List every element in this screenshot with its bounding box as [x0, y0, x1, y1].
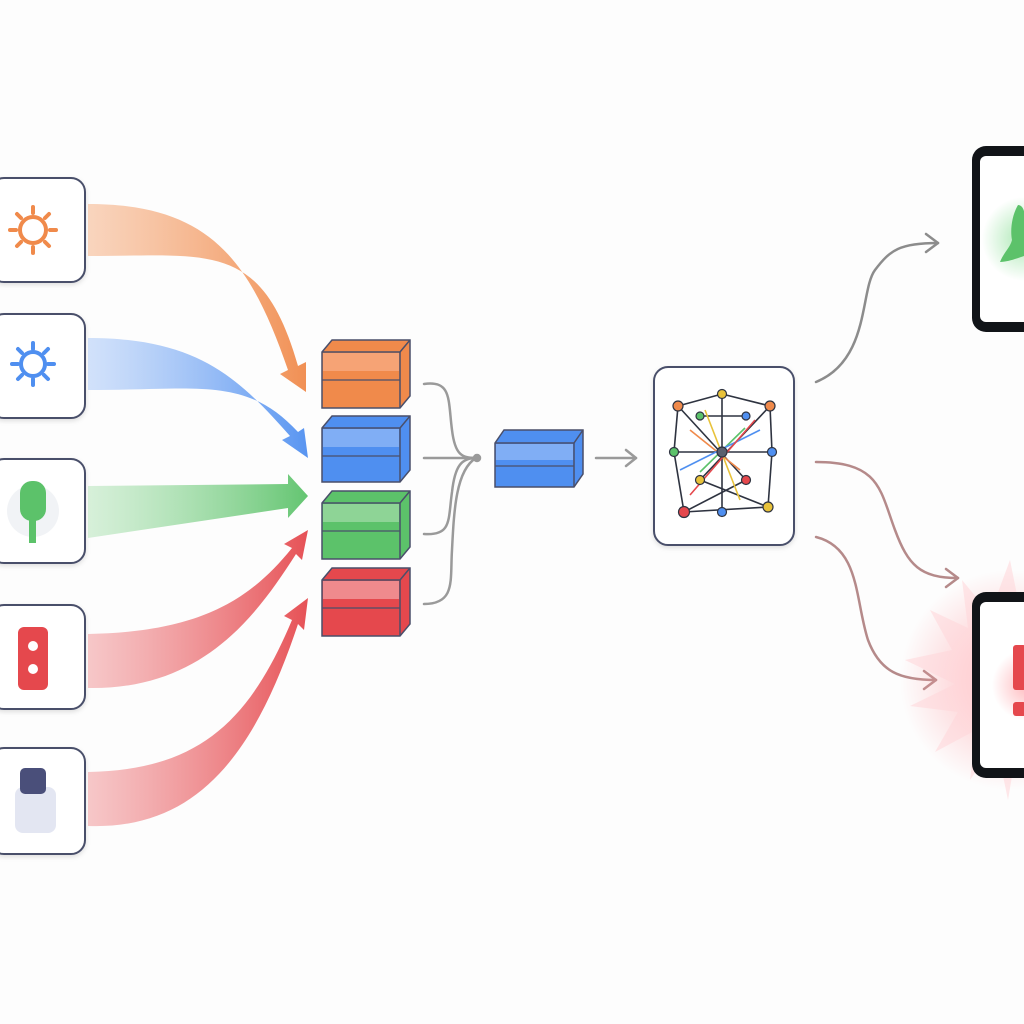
- output-arrow-alert-1: [814, 460, 960, 589]
- output-device-ok: [972, 146, 1024, 332]
- gear-bulb-icon: [10, 341, 56, 387]
- green-figure-icon: [1000, 205, 1024, 262]
- green-sensor-icon: [7, 481, 59, 543]
- source-card-2: [0, 313, 86, 419]
- red-plug-icon: [18, 627, 48, 690]
- merge-connector: [422, 382, 482, 606]
- exclamation-alert-icon: [1013, 645, 1024, 716]
- layer-block-blue: [321, 415, 411, 483]
- layer-block-green: [321, 490, 411, 560]
- flow-arrow-red-1: [88, 530, 308, 689]
- arrow-to-network: [594, 448, 638, 468]
- output-arrow-ok: [814, 232, 940, 384]
- merged-layer-block: [494, 429, 584, 488]
- sensor-pod-icon: [15, 768, 56, 833]
- flow-arrow-green: [88, 474, 308, 538]
- layer-block-red: [321, 567, 411, 637]
- flow-arrow-red-2: [88, 598, 308, 827]
- layer-block-orange: [321, 339, 411, 409]
- sun-gear-icon: [8, 205, 58, 255]
- flow-arrow-orange: [88, 204, 306, 392]
- flow-arrow-blue: [88, 338, 308, 458]
- source-card-1: [0, 177, 86, 283]
- neural-network-icon: [668, 388, 778, 519]
